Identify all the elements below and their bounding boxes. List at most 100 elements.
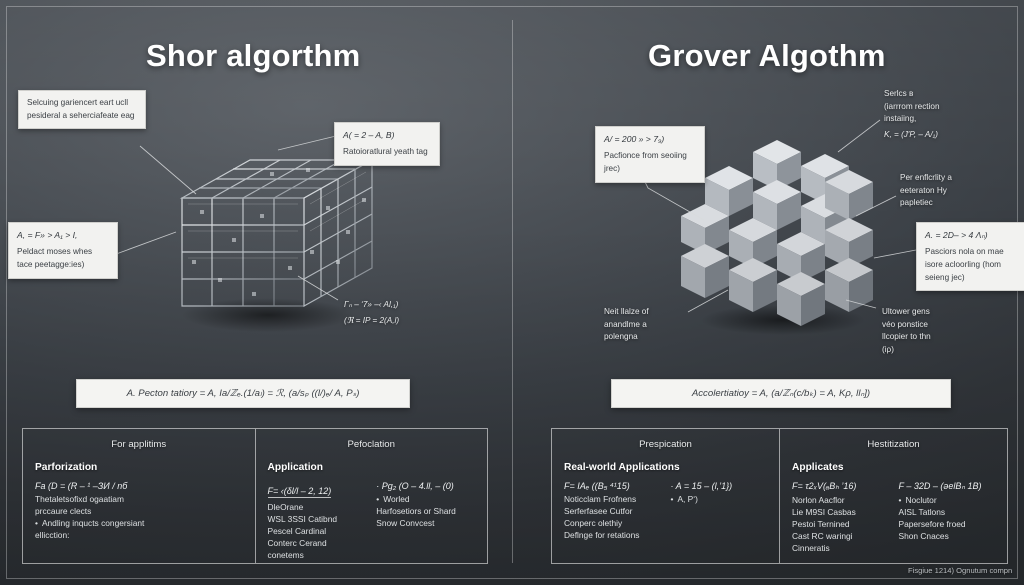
center-divider xyxy=(512,20,513,563)
grover-label-bottom-right-line4: (іρ) xyxy=(882,345,894,355)
list-item: Noticclam Frofnens xyxy=(564,494,637,504)
left-panel-title: Shor algorthm xyxy=(146,38,361,73)
shor-callout-top-left-text: Selcuing gariencert eart ucll pesideral … xyxy=(27,98,135,120)
shor-col2-heading: Pefoclation xyxy=(347,439,395,450)
grover-detail-panel: Prespication Real-world Applications F= … xyxy=(551,428,1008,564)
grover-callout-right[interactable]: A. = 2D– > 4 Λₙ) Pasciors nola on mae is… xyxy=(916,222,1024,292)
list-item: Shon Cnaces xyxy=(898,530,949,541)
shor-col2-subheading: Application xyxy=(267,462,323,473)
shor-col2-equation-left: F= ‹(δl/l – 2, 12) xyxy=(267,486,332,498)
shor-callout-top-left[interactable]: Selcuing gariencert eart ucll pesideral … xyxy=(18,90,146,130)
grover-label-top-right: Serlcs в (iarrrom rection instaiing, K, … xyxy=(884,88,1004,142)
shor-col1-subheading: Parforization xyxy=(35,462,98,473)
list-item: conetems xyxy=(267,549,304,560)
shor-formula-text: A. Pecton tatiory = A, Ia/ℤₑ.(1/aₗ) = ℛ,… xyxy=(126,388,360,399)
grover-label-bottom-right-line2: véo ponstice xyxy=(882,319,928,329)
list-item: AISL Tatlons xyxy=(898,506,946,517)
grover-col2-list-left: Norlon Aacflor Lie M9SI Casbas Pestoi Te… xyxy=(792,495,889,555)
grover-block-cube-graphic xyxy=(665,108,895,343)
shor-col2-list-left: DleOrane WSL 3SSI Catibnd Pescel Cardina… xyxy=(268,502,367,562)
grover-col1-heading: Prespication xyxy=(639,439,692,450)
grover-col1-equation-left: F= IAₑ ((В₅ ⁴¹15) xyxy=(564,481,630,491)
grover-col1-equation-right: · A = 15 – (l,’1}) xyxy=(670,481,733,491)
grover-formula-text: Accolertiatioy = A, (a/ℤₙ(c/bₖ) = A, Kρ,… xyxy=(691,388,871,399)
grover-col1-subheading: Real-world Applications xyxy=(564,462,680,473)
list-item: Cinneratis xyxy=(792,542,830,553)
grover-label-bottom-right: Ultower gens véo ponstice llcopier to th… xyxy=(882,306,986,357)
shor-col2-equation-right: · Pg₂ (O – 4.ll, – (0) xyxy=(376,481,454,491)
shor-callout-left-equation: A, = F» > A₁ > I, xyxy=(17,230,78,240)
grover-label-bottom-right-line1: Ultower gens xyxy=(882,307,930,316)
grover-label-top-right-equation: K, = (J′P, – A/₁) xyxy=(884,130,938,140)
grover-callout-right-equation: A. = 2D– > 4 Λₙ) xyxy=(925,230,988,240)
list-item: Thetaletsofixd ogaatiam xyxy=(35,494,124,504)
grover-callout-right-text: Pasciors nola on mae isore acloorling (h… xyxy=(925,247,1004,282)
grover-label-top-right-line2: (iarrrom rection xyxy=(884,101,940,111)
grover-col1-left-half: F= IAₑ ((В₅ ⁴¹15) Noticclam Frofnens Ser… xyxy=(564,481,661,542)
figure-caption: Fisgiue 1214) Ognutum compn xyxy=(908,566,1013,575)
shor-col2-right-half: · Pg₂ (O – 4.ll, – (0) Worled Harfosetio… xyxy=(376,481,475,562)
grover-label-mid-right-line3: pарletieс xyxy=(900,198,933,208)
grover-label-bottom-left-line1: Neit llalze of xyxy=(604,307,649,316)
list-item: ellicction: xyxy=(35,529,70,540)
shor-label-bottom: Γₙ – ‘7» –‹ Al,₁) (ℜ = IP = 2(A,l) xyxy=(344,296,474,327)
grover-label-mid-right-line1: Per enflcrlity a xyxy=(900,173,952,182)
shor-callout-right-equation: A( = 2 – A, В) xyxy=(343,130,395,140)
shor-callout-left-text: Peldact moses whes tace peetagge:ies) xyxy=(17,247,93,270)
list-item: Deflnge for retations xyxy=(564,529,640,540)
grover-panel-column-2: Hestitization Applicates F= τ2ₓV(ₐВₕ ’16… xyxy=(779,429,1007,563)
list-item: Harfosetiors or Shard xyxy=(376,505,456,516)
shor-lattice-cube-graphic xyxy=(140,110,380,340)
shor-col1-list: Thetaletsofixd ogaatiam prccaure clects … xyxy=(35,494,243,542)
shor-col1-left-half: Fa (D = (R – ¹ –ЗИ / nб Thetaletsofixd o… xyxy=(35,481,243,542)
list-item: Pescel Cardinal xyxy=(267,525,327,536)
grover-callout-left-text: Pacfionce from seoiing jrec) xyxy=(604,151,687,174)
right-panel-title: Grover Algothm xyxy=(648,38,886,73)
shor-detail-panel: For applitims Parforization Fa (D = (R –… xyxy=(22,428,488,564)
shor-callout-right[interactable]: A( = 2 – A, В) Ratoioratlural yeath tag xyxy=(334,122,440,167)
grover-label-bottom-right-line3: llcopier to thn xyxy=(882,332,931,342)
grover-col1-list-left: Noticclam Frofnens Serferfasee Cutfor Co… xyxy=(564,494,661,542)
grover-callout-left-equation: A/ = 200 » > 7₉) xyxy=(604,134,665,144)
list-item: Conterc Cerand xyxy=(267,537,327,548)
grover-col1-list-right: A, Р‘) xyxy=(671,494,768,506)
list-item: Andling inqucts congersiant xyxy=(35,518,243,530)
list-item: Norlon Aacflor xyxy=(792,495,845,505)
list-item: Pestoi Ternined xyxy=(792,518,850,529)
list-item: Worled xyxy=(376,494,475,506)
grover-formula-bar: Accolertiatioy = A, (a/ℤₙ(c/bₖ) = A, Kρ,… xyxy=(611,379,951,408)
grover-col2-subheading: Applicates xyxy=(792,462,844,473)
shor-label-bottom-line1: Γₙ – ‘7» –‹ Al,₁) xyxy=(344,300,399,309)
shor-col1-equation: Fa (D = (R – ¹ –ЗИ / nб xyxy=(35,481,128,491)
grover-label-mid-right: Per enflcrlity a eeteraton Ну pарletieс xyxy=(900,172,1010,210)
list-item: Papersefore froed xyxy=(898,518,966,529)
grover-callout-left[interactable]: A/ = 200 » > 7₉) Pacfionce from seoiing … xyxy=(595,126,705,183)
grover-label-top-right-line1: Serlcs в xyxy=(884,89,914,98)
list-item: Serferfasee Cutfor xyxy=(564,505,633,516)
grover-col2-equation-left: F= τ2ₓV(ₐВₕ ’16) xyxy=(792,481,857,491)
shor-panel-column-2: Pefoclation Application F= ‹(δl/l – 2, 1… xyxy=(254,429,488,563)
grover-col2-heading: Hestitization xyxy=(867,439,920,450)
list-item: Snow Convcest xyxy=(376,517,435,528)
shor-panel-column-1: For applitims Parforization Fa (D = (R –… xyxy=(23,429,255,563)
grover-label-top-right-line3: instaiing, xyxy=(884,114,917,124)
grover-label-bottom-left-line3: polengna xyxy=(604,332,638,342)
grover-panel-column-1: Prespication Real-world Applications F= … xyxy=(552,429,779,563)
shor-formula-bar: A. Pecton tatiory = A, Ia/ℤₑ.(1/aₗ) = ℛ,… xyxy=(76,379,410,408)
shor-callout-left[interactable]: A, = F» > A₁ > I, Peldact moses whes tac… xyxy=(8,222,118,279)
list-item: Lie M9SI Casbas xyxy=(792,506,856,517)
shor-callout-right-text: Ratoioratlural yeath tag xyxy=(343,147,428,157)
grover-col2-left-half: F= τ2ₓV(ₐВₕ ’16) Norlon Aacflor Lie M9SI… xyxy=(792,481,889,555)
grover-label-bottom-left-line2: anandlme a xyxy=(604,319,647,329)
grover-col1-right-half: · A = 15 – (l,’1}) A, Р‘) xyxy=(671,481,768,542)
shor-col1-heading: For applitims xyxy=(111,439,167,450)
shor-col2-left-half: F= ‹(δl/l – 2, 12) DleOrane WSL 3SSI Cat… xyxy=(267,481,367,562)
grover-label-bottom-left: Neit llalze of anandlme a polengna xyxy=(604,306,704,344)
shor-col2-list-right: Worled Harfosetiors or Shard Snow Convce… xyxy=(376,494,475,530)
list-item: WSL 3SSI Catibnd xyxy=(267,513,338,524)
grover-label-mid-right-line2: eeteraton Ну xyxy=(900,185,947,195)
list-item: prccaure clects xyxy=(35,505,92,516)
list-item: Cast RC waringi xyxy=(792,530,853,541)
list-item: Conperc olethiy xyxy=(564,517,623,528)
